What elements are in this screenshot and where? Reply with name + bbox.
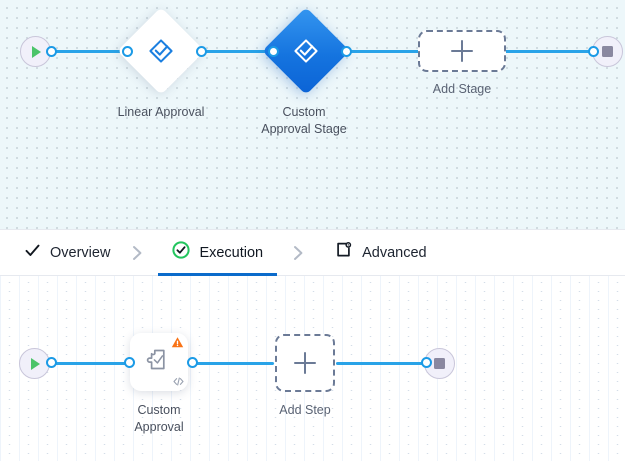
plus-icon — [451, 40, 473, 62]
add-step-button[interactable] — [275, 334, 335, 392]
stage-label-linear-approval: Linear Approval — [117, 105, 205, 119]
tab-advanced-label: Advanced — [362, 244, 427, 261]
stop-icon — [602, 46, 613, 57]
port-custom-approval-step-out[interactable] — [187, 357, 198, 368]
port-end-in[interactable] — [588, 46, 599, 57]
settings-square-icon — [335, 241, 353, 264]
step-canvas[interactable]: Custom Approval Add Step — [0, 276, 625, 461]
chevron-right-icon — [124, 245, 150, 261]
add-step-label: Add Step — [279, 403, 331, 417]
tab-execution[interactable]: Execution — [158, 229, 277, 276]
stage-node-custom-approval[interactable] — [262, 7, 350, 95]
port-linear-approval-in[interactable] — [122, 46, 133, 57]
tab-advanced[interactable]: Advanced — [321, 229, 441, 276]
port-custom-approval-out[interactable] — [341, 46, 352, 57]
port-step-end-in[interactable] — [421, 357, 432, 368]
add-stage-label: Add Stage — [432, 82, 492, 96]
step-label-custom-approval: Custom Approval — [134, 403, 184, 434]
play-icon — [31, 357, 40, 370]
add-stage-button[interactable] — [418, 30, 506, 72]
play-icon — [32, 45, 41, 58]
edge-add-stage-to-end — [504, 50, 592, 53]
tab-overview[interactable]: Overview — [10, 229, 124, 276]
edge-start-to-linear-approval — [42, 50, 127, 53]
stage-label-custom-approval: Custom Approval Stage — [261, 105, 347, 136]
edge-linear-approval-to-custom-stage — [194, 50, 274, 53]
port-step-start-out[interactable] — [46, 357, 57, 368]
stage-canvas[interactable]: Linear Approval Custom Approval Stage Ad… — [0, 0, 625, 229]
edge-custom-stage-to-add-stage — [340, 50, 420, 53]
check-icon — [24, 242, 41, 264]
check-circle-icon — [172, 241, 191, 264]
stop-icon — [434, 358, 445, 369]
approval-diamond-icon — [292, 37, 320, 65]
step-tabbar: Overview Execution — [0, 229, 625, 276]
plus-icon — [294, 352, 316, 374]
edge-add-step-to-end — [336, 362, 426, 365]
edge-start-to-custom-approval — [42, 362, 130, 365]
tab-overview-label: Overview — [50, 244, 111, 261]
tab-execution-label: Execution — [199, 244, 264, 261]
port-custom-approval-in[interactable] — [268, 46, 279, 57]
stage-start-node[interactable] — [20, 36, 51, 67]
chevron-right-icon — [285, 245, 311, 261]
approval-diamond-icon — [147, 37, 175, 65]
stage-node-linear-approval[interactable] — [117, 7, 205, 95]
custom-approval-icon — [145, 346, 173, 379]
step-node-custom-approval[interactable] — [130, 333, 188, 391]
port-linear-approval-out[interactable] — [196, 46, 207, 57]
edge-custom-approval-to-add-step — [190, 362, 274, 365]
port-custom-approval-step-in[interactable] — [124, 357, 135, 368]
code-icon[interactable] — [173, 377, 184, 388]
port-start-out[interactable] — [46, 46, 57, 57]
